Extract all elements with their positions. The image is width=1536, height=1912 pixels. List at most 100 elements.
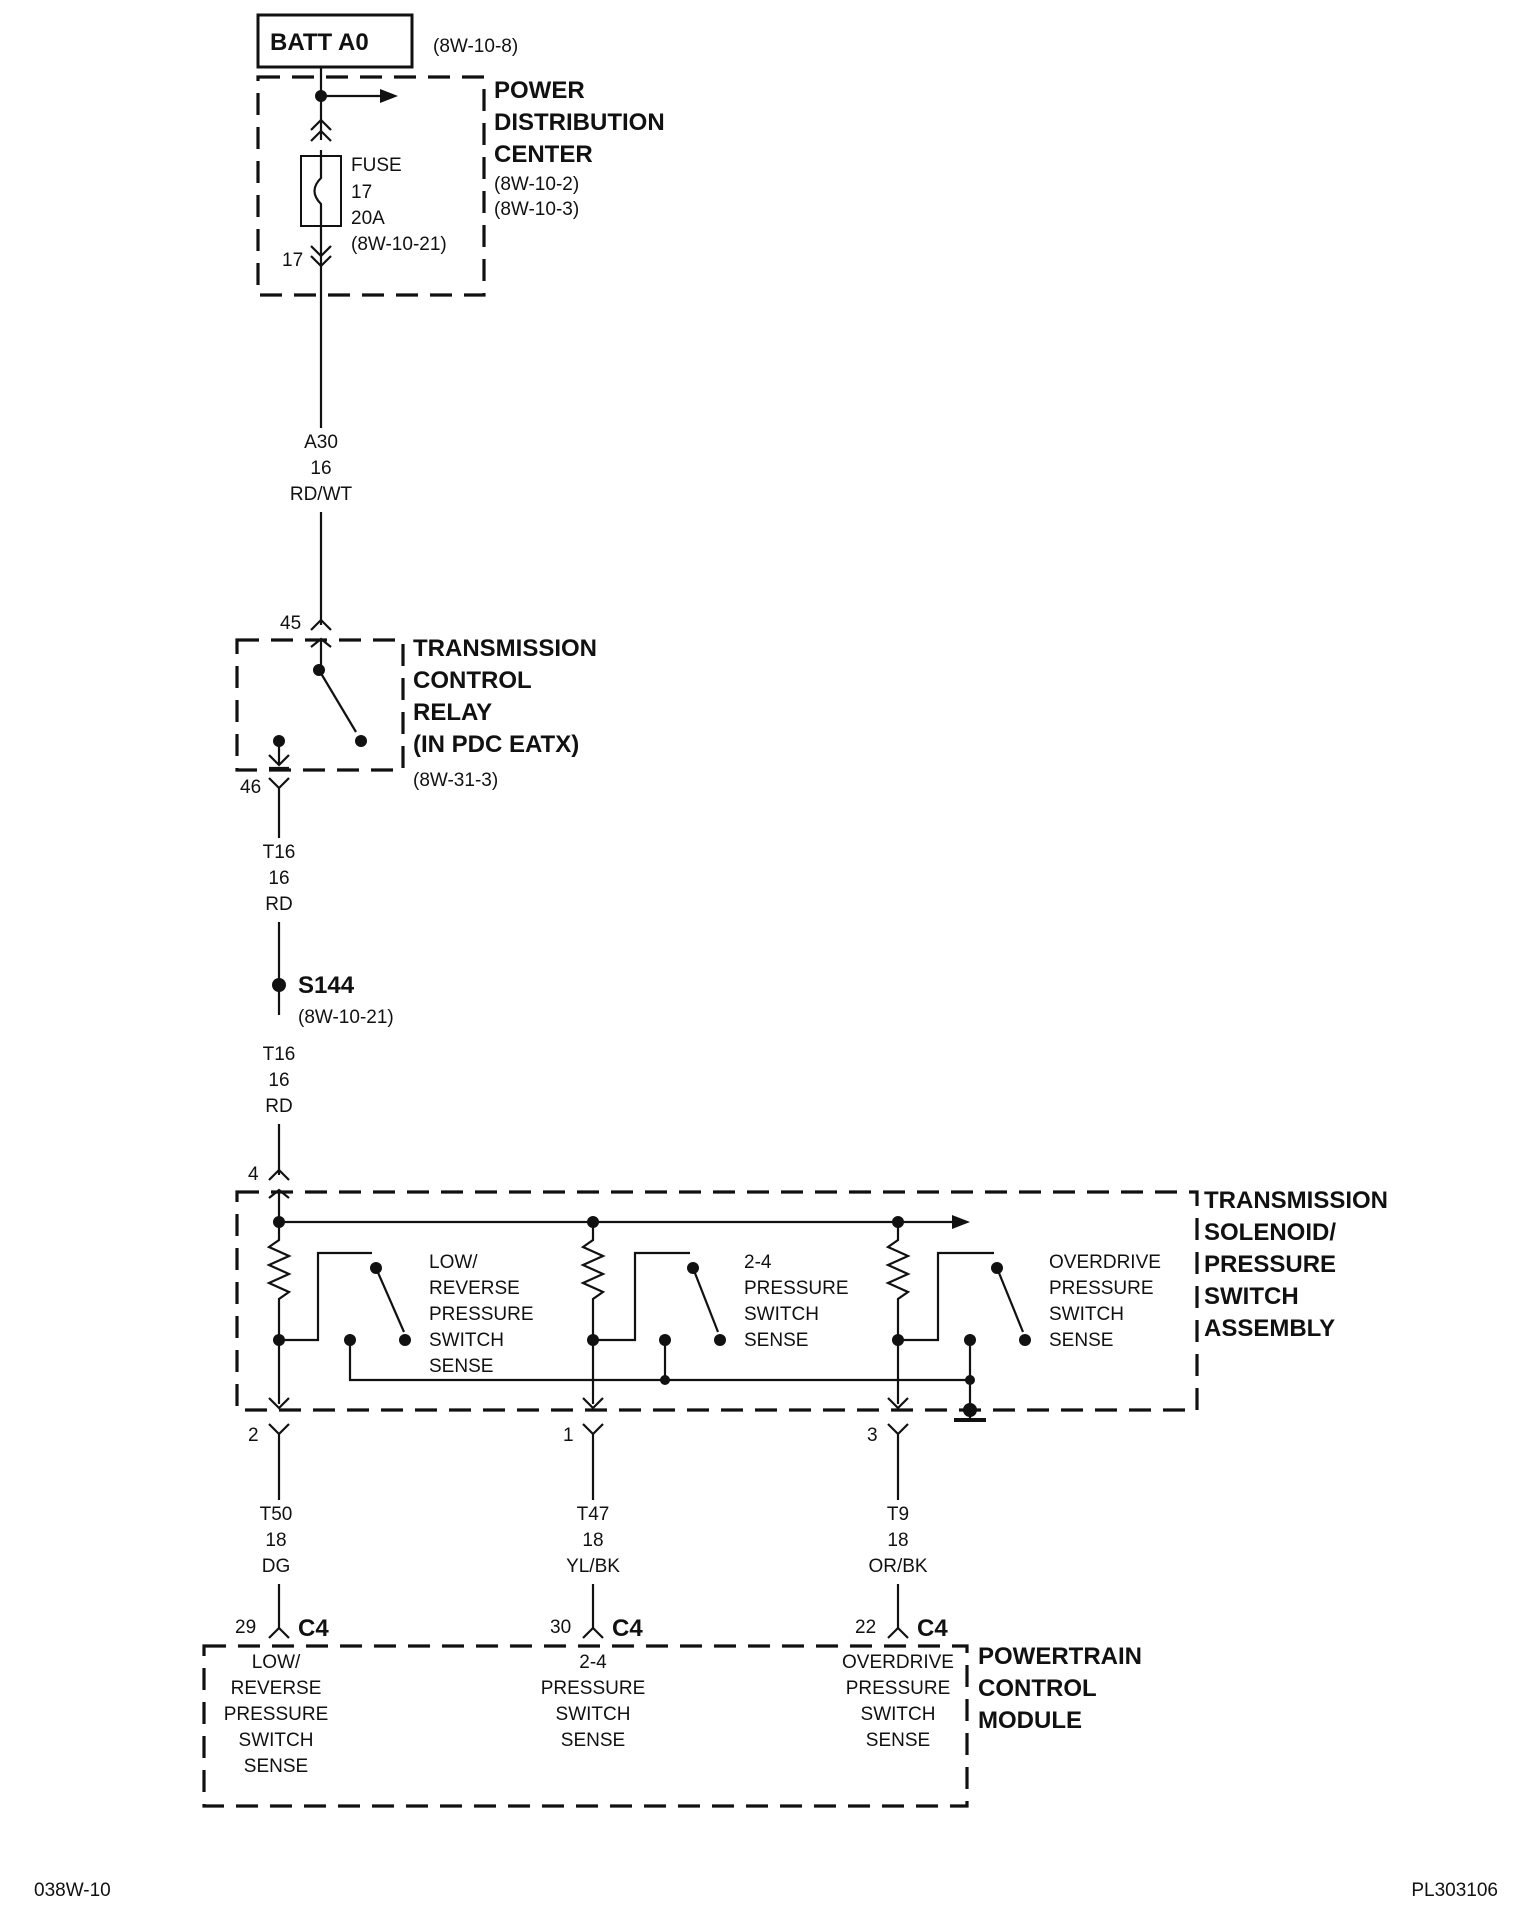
pcm-title-line: POWERTRAIN — [978, 1643, 1142, 1670]
ground-bus — [348, 1340, 970, 1382]
pdc-ref: (8W-10-2) — [494, 174, 579, 195]
relay-contact-top — [310, 637, 332, 668]
tsp-pin-chevron — [582, 1423, 604, 1500]
tsp-title-line: SOLENOID/ — [1204, 1219, 1336, 1246]
switch-label-line: SWITCH — [744, 1304, 819, 1325]
pcm-pin: 29 — [235, 1617, 256, 1638]
relay-title: TRANSMISSION CONTROL RELAY (IN PDC EATX) — [413, 635, 597, 758]
wire-label-line: 16 — [268, 1070, 289, 1091]
tsp-out-contact-2 — [582, 1397, 604, 1410]
tsp-out-contact-3 — [887, 1397, 909, 1410]
pcm-input-2-label: 2-4 PRESSURE SWITCH SENSE — [541, 1652, 646, 1751]
footer-right-id: PL303106 — [1411, 1880, 1498, 1901]
wire-label-line: T16 — [263, 1044, 296, 1065]
pcm-title-line: MODULE — [978, 1707, 1082, 1734]
ground-node-dot — [660, 1375, 670, 1385]
wire-label-line: 18 — [582, 1530, 603, 1551]
switch-2-contact-dot — [714, 1334, 726, 1346]
wire-label-line: T9 — [887, 1504, 909, 1525]
relay-title-line: RELAY — [413, 699, 492, 726]
fuse-label: FUSE 17 20A (8W-10-21) — [351, 155, 447, 255]
tsp-title-line: TRANSMISSION — [1204, 1187, 1388, 1214]
tsp-boundary — [235, 1190, 1199, 1412]
relay-title-line: (IN PDC EATX) — [413, 731, 579, 758]
switch-label-line: PRESSURE — [744, 1278, 849, 1299]
switch-3-loop — [898, 1251, 994, 1342]
tsp-feed-arrowhead — [952, 1215, 970, 1229]
fuse-label-line: FUSE — [351, 155, 402, 176]
switch-3-arm — [995, 1267, 1025, 1333]
wire-label-line: A30 — [304, 432, 338, 453]
pdc-title: POWER DISTRIBUTION CENTER — [494, 77, 665, 168]
pcm-pin-chevron — [582, 1626, 604, 1639]
wire-t47-label: T47 18 YL/BK — [566, 1504, 620, 1577]
pdc-title-line: POWER — [494, 77, 585, 104]
relay-in-chevron — [310, 618, 332, 631]
relay-title-line: TRANSMISSION — [413, 635, 597, 662]
tsp-title-line: PRESSURE — [1204, 1251, 1336, 1278]
relay-pin-out: 46 — [240, 777, 261, 798]
wire-label-line: 18 — [887, 1530, 908, 1551]
wire-label-line: 16 — [268, 868, 289, 889]
ground-node-dot — [963, 1403, 977, 1417]
wire-label-line: T47 — [577, 1504, 610, 1525]
pcm-connector-label: C4 — [298, 1615, 329, 1642]
pcm-boundary — [202, 1644, 969, 1808]
pdc-ref: (8W-10-3) — [494, 199, 579, 220]
pcm-input-line: SENSE — [866, 1730, 930, 1751]
wire-label-line: RD — [265, 1096, 292, 1117]
pcm-input-line: SENSE — [561, 1730, 625, 1751]
tsp-in-chevron — [268, 1168, 290, 1181]
switch-label-line: PRESSURE — [1049, 1278, 1154, 1299]
footer-left-id: 038W-10 — [34, 1880, 111, 1901]
wire-t50-label: T50 18 DG — [260, 1504, 293, 1577]
wire-label-line: RD — [265, 894, 292, 915]
resistor-3 — [885, 1222, 911, 1340]
wire-label-line: 18 — [265, 1530, 286, 1551]
wire-t16-upper-label: T16 16 RD — [263, 842, 296, 915]
wire-label-line: OR/BK — [868, 1556, 927, 1577]
pcm-pin: 30 — [550, 1617, 571, 1638]
relay-contact-dot — [355, 735, 367, 747]
relay-pin-out-chevron — [268, 777, 290, 838]
pdc-pin-label: 17 — [282, 250, 303, 271]
pdc-title-line: DISTRIBUTION — [494, 109, 665, 136]
pcm-input-line: SWITCH — [556, 1704, 631, 1725]
splice-ref: (8W-10-21) — [298, 1007, 394, 1028]
switch-2-label: 2-4 PRESSURE SWITCH SENSE — [744, 1252, 849, 1351]
relay-out-chevron — [268, 741, 290, 770]
pcm-pin: 22 — [855, 1617, 876, 1638]
pcm-input-line: LOW/ — [252, 1652, 301, 1673]
tsp-title: TRANSMISSION SOLENOID/ PRESSURE SWITCH A… — [1204, 1187, 1388, 1342]
pcm-connector-label: C4 — [612, 1615, 643, 1642]
switch-1-loop — [279, 1251, 372, 1342]
wire-label-line: T16 — [263, 842, 296, 863]
tsp-pin-out: 2 — [248, 1425, 259, 1446]
fuse-element — [313, 150, 323, 236]
tsp-out-contact-1 — [268, 1397, 290, 1410]
pcm-title-line: CONTROL — [978, 1675, 1097, 1702]
tsp-pin-chevron — [887, 1423, 909, 1500]
pdc-out-arrowhead — [380, 89, 398, 103]
switch-label-line: PRESSURE — [429, 1304, 534, 1325]
splice-s144-dot — [272, 978, 286, 992]
switch-label-line: OVERDRIVE — [1049, 1252, 1161, 1273]
relay-pin-in: 45 — [280, 613, 301, 634]
switch-label-line: SENSE — [1049, 1330, 1113, 1351]
batt-label: BATT A0 — [270, 29, 369, 56]
splice-label: S144 — [298, 972, 355, 999]
switch-label-line: SENSE — [744, 1330, 808, 1351]
wire-label-line: T50 — [260, 1504, 293, 1525]
resistor-2 — [580, 1222, 606, 1340]
pcm-input-line: PRESSURE — [541, 1678, 646, 1699]
wire-label-line: 16 — [310, 458, 331, 479]
pcm-input-line: PRESSURE — [224, 1704, 329, 1725]
batt-box — [256, 13, 414, 69]
switch-label-line: SWITCH — [429, 1330, 504, 1351]
pcm-input-line: PRESSURE — [846, 1678, 951, 1699]
resistor-1 — [266, 1222, 292, 1340]
switch-label-line: LOW/ — [429, 1252, 478, 1273]
fuse-label-line: (8W-10-21) — [351, 234, 447, 255]
switch-label-line: SENSE — [429, 1356, 493, 1377]
fuse-label-line: 20A — [351, 208, 385, 229]
